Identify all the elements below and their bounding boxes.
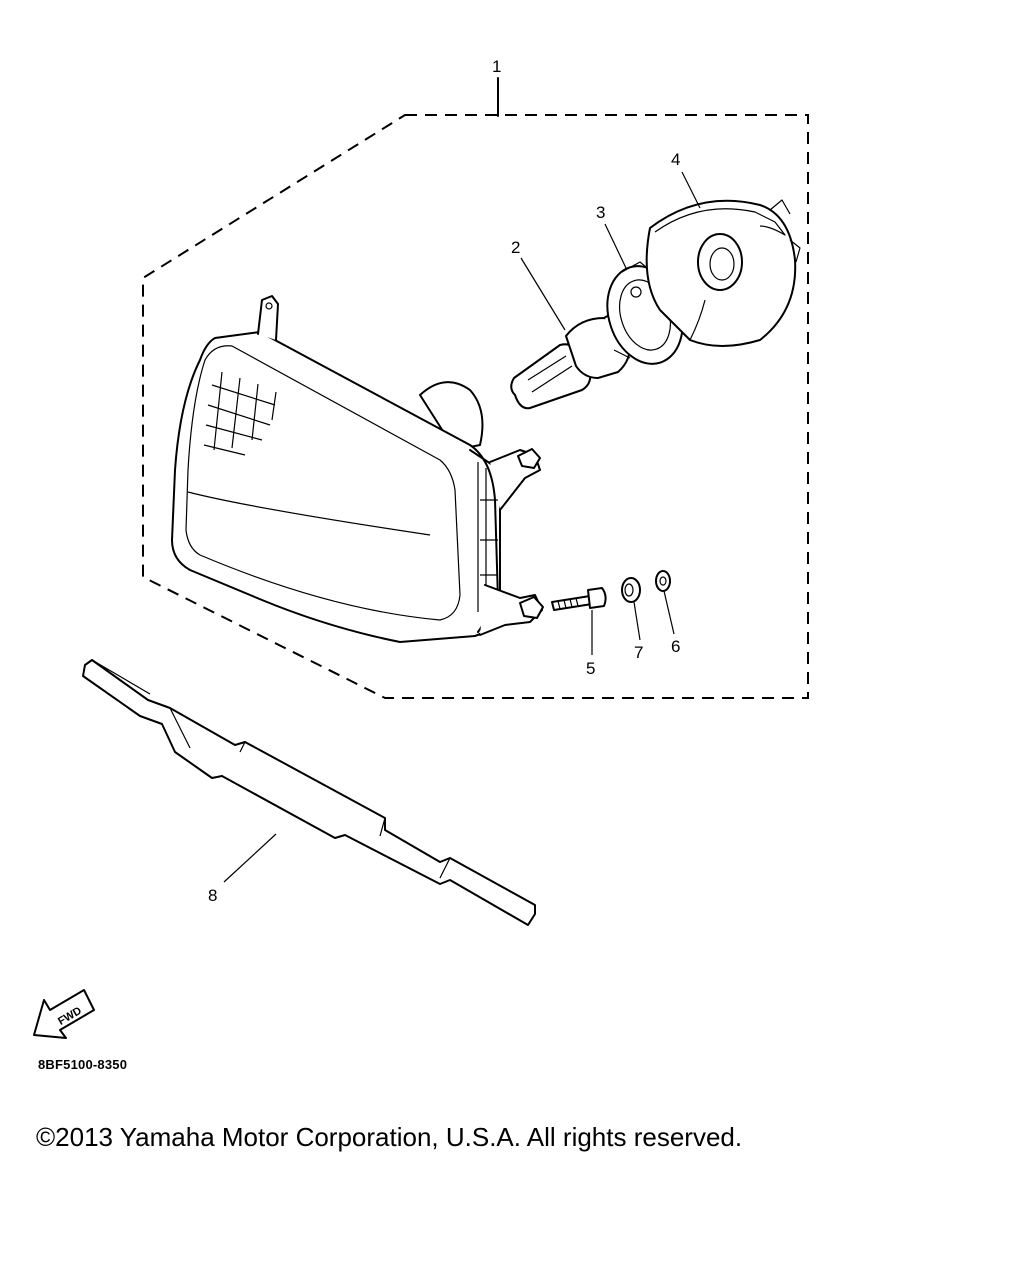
callout-6: 6 xyxy=(671,637,680,656)
adjusting-screw xyxy=(551,587,607,611)
callout-5: 5 xyxy=(586,659,595,678)
callout-4: 4 xyxy=(671,150,680,169)
leader-3 xyxy=(604,223,627,269)
leader-7 xyxy=(633,601,641,641)
bulb-cover xyxy=(645,199,801,347)
assembly-boundary xyxy=(142,114,809,699)
copyright-notice: ©2013 Yamaha Motor Corporation, U.S.A. A… xyxy=(36,1122,743,1152)
leader-4 xyxy=(681,171,701,209)
washer xyxy=(655,570,671,592)
diagram-code: 8BF5100-8350 xyxy=(38,1057,128,1072)
spring-nut xyxy=(621,577,641,603)
callout-3: 3 xyxy=(596,203,605,222)
callout-1: 1 xyxy=(492,57,501,76)
mounting-bracket xyxy=(82,659,536,926)
headlight-housing xyxy=(171,295,544,643)
leader-8 xyxy=(223,833,277,883)
fwd-arrow-icon: FWD xyxy=(33,989,95,1039)
callout-7: 7 xyxy=(634,643,643,662)
callout-8: 8 xyxy=(208,886,217,905)
callout-2: 2 xyxy=(511,238,520,257)
leader-2 xyxy=(520,257,566,331)
leader-6 xyxy=(663,590,675,635)
